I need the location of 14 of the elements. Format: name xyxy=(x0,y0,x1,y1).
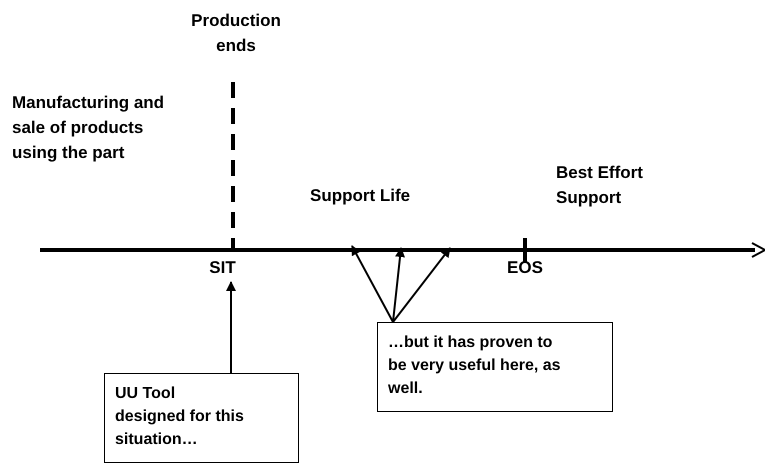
box-text: UU Tool designed for this situation… xyxy=(115,384,245,450)
timeline-label: Best Effort Support xyxy=(556,162,644,209)
arrow xyxy=(392,247,451,323)
arrow xyxy=(226,281,236,373)
timeline-label: Production ends xyxy=(190,10,282,57)
text-box xyxy=(104,373,299,463)
arrow xyxy=(392,247,405,322)
timeline-label: EOS xyxy=(506,257,544,279)
timeline-label: SIT xyxy=(208,257,237,279)
arrow xyxy=(351,245,394,322)
timeline-label: Support Life xyxy=(310,185,412,207)
box-text: …but it has proven to be very useful here, as well. xyxy=(388,333,562,399)
text-box xyxy=(377,322,613,412)
timeline-label: Manufacturing and sale of products using the part xyxy=(12,92,166,164)
